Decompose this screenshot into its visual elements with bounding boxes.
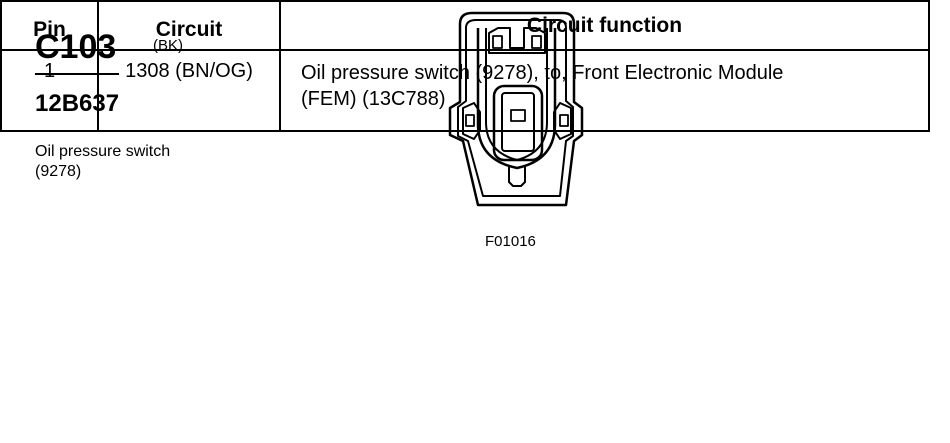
connector-bottom-key [508,166,526,187]
connector-housing-inner [457,19,574,197]
terminal-pin-1 [510,109,526,122]
cell-pin: 1 [0,49,99,132]
connector-side-clip-left [462,102,481,140]
component-name: Oil pressure switch (9278) [35,142,170,182]
figure-reference: F01016 [485,233,536,250]
connector-id: C103 [35,28,117,66]
table-row: 1 1308 (BN/OG) Oil pressure switch (9278… [0,49,930,132]
connector-side-clip-right-slot [559,114,569,127]
connector-side-clip-right [553,102,572,140]
terminal-cavity-outer [492,84,544,162]
connector-side-clip-left-slot [465,114,475,127]
component-name-line-2: (9278) [35,163,82,180]
column-header-circuit: Circuit [97,0,281,51]
connector-housing-outline [448,11,584,207]
column-header-pin: Pin [0,0,99,51]
column-header-circuit-function: Circuit function [279,0,930,51]
connector-latch-slot-left [492,35,503,49]
connector-top-latch [488,27,546,54]
connector-color-code: (BK) [153,37,183,54]
connector-id-underline [35,73,119,75]
connector-lock-frame [476,28,557,170]
component-name-line-1: Oil pressure switch [35,143,171,160]
pin-table: Pin Circuit Circuit function 1 1308 (BN/… [0,0,930,132]
connector-latch-slot-right [531,35,542,49]
part-number: 12B637 [35,90,120,117]
cell-circuit-function: Oil pressure switch (9278), to, Front El… [279,49,930,132]
cell-circuit: 1308 (BN/OG) [97,49,281,132]
table-header-row: Pin Circuit Circuit function [0,0,930,51]
circuit-function-line-2: (FEM) (13C788) [301,88,446,110]
terminal-cavity-inner [501,92,535,152]
connector-face-drawing [448,11,584,207]
circuit-function-line-1: Oil pressure switch (9278), to, Front El… [301,62,784,84]
